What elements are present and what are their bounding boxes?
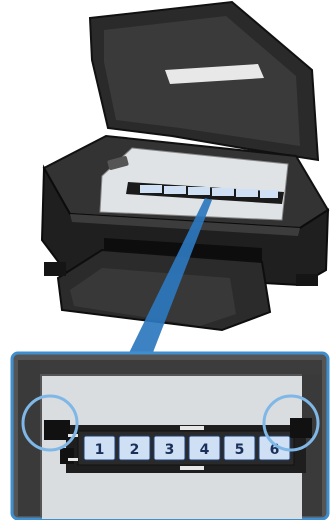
- frame-number-4: 4: [200, 442, 210, 458]
- printer: [42, 2, 328, 330]
- left-tab: [44, 420, 70, 440]
- zoom-top-edge: [18, 360, 322, 374]
- film-holder-enlarged: 1 2 3 4 5 6: [44, 418, 312, 473]
- frame-number-2: 2: [130, 442, 140, 458]
- zoom-inset: 1 2 3 4 5 6: [12, 353, 328, 519]
- frame-number-5: 5: [235, 442, 245, 458]
- right-tab: [290, 418, 312, 438]
- left-foot: [44, 262, 66, 276]
- frame-number-3: 3: [165, 442, 175, 458]
- right-foot: [296, 274, 318, 286]
- frame-number-1: 1: [95, 442, 105, 458]
